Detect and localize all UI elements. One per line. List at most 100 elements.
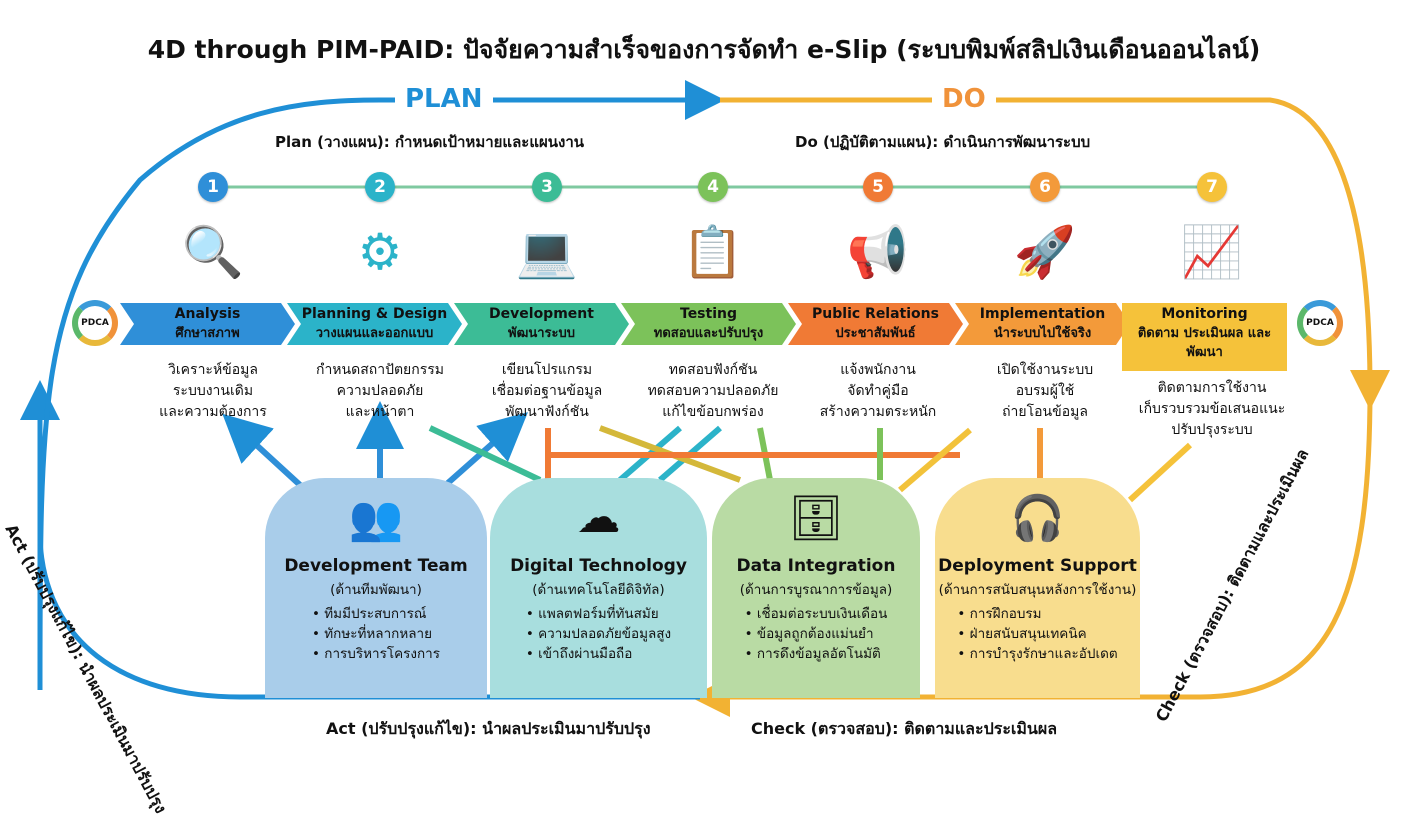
step-desc-line: ทดสอบฟังก์ชัน — [668, 362, 758, 378]
factor-item: ทักษะที่หลากหลาย — [312, 624, 440, 644]
plan-subtitle: Plan (วางแผน): กำหนดเป้าหมายและแผนงาน — [275, 133, 585, 151]
blueprint-gears-icon: ⚙ — [357, 223, 403, 281]
step-desc-line: ระบบงานเดิม — [172, 383, 254, 399]
step-desc-line: สร้างความตระหนัก — [819, 404, 937, 420]
step-desc-line: อบรมผู้ใช้ — [1015, 383, 1075, 399]
step-title-en: Analysis — [174, 306, 241, 322]
step-number: 7 — [1197, 172, 1227, 202]
step-title-th: วางแผนและออกแบบ — [315, 326, 434, 341]
step-number: 6 — [1030, 172, 1060, 202]
step-5-chevron: Public Relations ประชาสัมพันธ์ — [788, 303, 963, 345]
step-2-chevron: Planning & Design วางแผนและออกแบบ — [287, 303, 462, 345]
factor-items: ทีมมีประสบการณ์ทักษะที่หลากหลายการบริหาร… — [312, 604, 440, 664]
step-number: 5 — [863, 172, 893, 202]
step-title-th: ติดตาม ประเมินผล และพัฒนา — [1137, 326, 1272, 360]
step-desc-line: เก็บรวบรวมข้อเสนอแนะ — [1138, 401, 1286, 417]
step-desc-line: เปิดใช้งานระบบ — [996, 362, 1094, 378]
step-desc-line: วิเคราะห์ข้อมูล — [168, 362, 258, 378]
step-number: 1 — [198, 172, 228, 202]
factor-item: การบริหารโครงการ — [312, 644, 440, 664]
factor-item: ฝ่ายสนับสนุนเทคนิค — [957, 624, 1117, 644]
factor-subtitle: (ด้านทีมพัฒนา) — [330, 582, 422, 598]
factor-item: ทีมมีประสบการณ์ — [312, 604, 440, 624]
step-desc-line: ความปลอดภัย — [336, 383, 424, 399]
step-4-chevron: Testing ทดสอบและปรับปรุง — [621, 303, 796, 345]
factor-card: ☁ Digital Technology (ด้านเทคโนโลยีดิจิท… — [490, 478, 707, 698]
factor-subtitle: (ด้านการบูรณาการข้อมูล) — [739, 582, 893, 598]
factor-item: การบำรุงรักษาและอัปเดต — [957, 644, 1118, 664]
step-title-th: ทดสอบและปรับปรุง — [653, 326, 764, 341]
factor-item: ความปลอดภัยข้อมูลสูง — [526, 624, 671, 644]
dashboard-chart-icon: 📈 — [1180, 223, 1244, 281]
step-title-th: ประชาสัมพันธ์ — [835, 326, 916, 341]
step-desc-line: ปรับปรุงระบบ — [1171, 422, 1253, 438]
analysis-magnifier-icon: 🔍 — [181, 223, 245, 281]
step-desc-line: จัดทำคู่มือ — [847, 383, 909, 399]
team-people-icon: 👥 — [348, 493, 404, 544]
step-desc-line: เชื่อมต่อฐานข้อมูล — [491, 383, 603, 399]
step-desc-line: ถ่ายโอนข้อมูล — [1002, 404, 1088, 420]
factor-subtitle: (ด้านการสนับสนุนหลังการใช้งาน) — [938, 582, 1137, 598]
factor-item: ข้อมูลถูกต้องแม่นยำ — [745, 624, 888, 644]
step-desc-line: ติดตามการใช้งาน — [1157, 380, 1267, 396]
step-description: ทดสอบฟังก์ชันทดสอบความปลอดภัยแก้ไขข้อบกพ… — [628, 360, 798, 423]
do-subtitle: Do (ปฏิบัติตามแผน): ดำเนินการพัฒนาระบบ — [795, 133, 1091, 151]
step-desc-line: และหน้าตา — [345, 404, 415, 420]
step-desc-line: กำหนดสถาปัตยกรรม — [315, 362, 445, 378]
step-title-th: พัฒนาระบบ — [508, 326, 575, 341]
page-title: 4D through PIM-PAID: ปัจจัยความสำเร็จของ… — [147, 35, 1261, 64]
step-title-en: Implementation — [979, 306, 1106, 322]
factor-card: 👥 Development Team (ด้านทีมพัฒนา) ทีมมีป… — [265, 478, 487, 698]
step-number: 2 — [365, 172, 395, 202]
database-network-icon: 🗄 — [788, 493, 844, 544]
factor-title: Digital Technology — [510, 556, 687, 576]
step-description: เปิดใช้งานระบบอบรมผู้ใช้ถ่ายโอนข้อมูล — [960, 360, 1130, 423]
laptop-code-icon: 💻 — [515, 223, 579, 281]
step-description: เขียนโปรแกรมเชื่อมต่อฐานข้อมูลพัฒนาฟังก์… — [462, 360, 632, 423]
step-description: แจ้งพนักงานจัดทำคู่มือสร้างความตระหนัก — [793, 360, 963, 423]
step-desc-line: แก้ไขข้อบกพร่อง — [662, 404, 764, 420]
rocket-launch-icon: 🚀 — [1013, 223, 1077, 281]
step-title-en: Public Relations — [812, 306, 939, 322]
step-1-chevron: Analysis ศึกษาสภาพ — [120, 303, 295, 345]
factor-title: Development Team — [284, 556, 468, 576]
factor-items: การฝึกอบรมฝ่ายสนับสนุนเทคนิคการบำรุงรักษ… — [957, 604, 1118, 664]
support-headset-icon: 🎧 — [1010, 493, 1065, 544]
step-desc-line: ทดสอบความปลอดภัย — [647, 383, 779, 399]
pdca-badge-right: PDCA — [1297, 300, 1343, 346]
factor-title: Data Integration — [736, 556, 896, 576]
factor-items: แพลตฟอร์มที่ทันสมัยความปลอดภัยข้อมูลสูงเ… — [526, 604, 671, 664]
factor-items: เชื่อมต่อระบบเงินเดือนข้อมูลถูกต้องแม่นย… — [745, 604, 888, 664]
factor-item: การฝึกอบรม — [957, 604, 1117, 624]
step-title-en: Testing — [680, 306, 737, 322]
check-bottom-label: Check (ตรวจสอบ): ติดตามและประเมินผล — [745, 717, 1064, 742]
cloud-server-lock-icon: ☁ — [576, 492, 621, 543]
factor-item: เชื่อมต่อระบบเงินเดือน — [745, 604, 887, 624]
step-description: วิเคราะห์ข้อมูลระบบงานเดิมและความต้องการ — [128, 360, 298, 423]
checklist-monitor-icon: 📋 — [681, 223, 745, 281]
factor-item: แพลตฟอร์มที่ทันสมัย — [526, 604, 671, 624]
step-6-chevron: Implementation นำระบบไปใช้จริง — [955, 303, 1130, 345]
step-title-en: Planning & Design — [301, 306, 448, 322]
plan-phase-label: PLAN — [395, 84, 493, 114]
step-7-chevron: Monitoring ติดตาม ประเมินผล และพัฒนา — [1122, 303, 1287, 371]
do-phase-label: DO — [932, 84, 996, 114]
factor-item: เข้าถึงผ่านมือถือ — [526, 644, 671, 664]
step-description: ติดตามการใช้งานเก็บรวบรวมข้อเสนอแนะปรับป… — [1127, 378, 1297, 441]
factor-card: 🗄 Data Integration (ด้านการบูรณาการข้อมู… — [712, 478, 920, 698]
factor-subtitle: (ด้านเทคโนโลยีดิจิทัล) — [532, 582, 665, 598]
step-desc-line: แจ้งพนักงาน — [840, 362, 916, 378]
step-title-en: Monitoring — [1161, 306, 1248, 322]
step-desc-line: เขียนโปรแกรม — [501, 362, 593, 378]
step-title-en: Development — [489, 306, 594, 322]
step-number: 3 — [532, 172, 562, 202]
factor-title: Deployment Support — [938, 556, 1137, 576]
factor-card: 🎧 Deployment Support (ด้านการสนับสนุนหลั… — [935, 478, 1140, 698]
step-number: 4 — [698, 172, 728, 202]
megaphone-icon: 📢 — [846, 223, 910, 281]
step-title-th: ศึกษาสภาพ — [175, 326, 240, 341]
step-desc-line: พัฒนาฟังก์ชัน — [505, 404, 589, 420]
act-bottom-label: Act (ปรับปรุงแก้ไข): นำผลประเมินมาปรับปร… — [320, 717, 657, 742]
step-3-chevron: Development พัฒนาระบบ — [454, 303, 629, 345]
pdca-badge-left: PDCA — [72, 300, 118, 346]
